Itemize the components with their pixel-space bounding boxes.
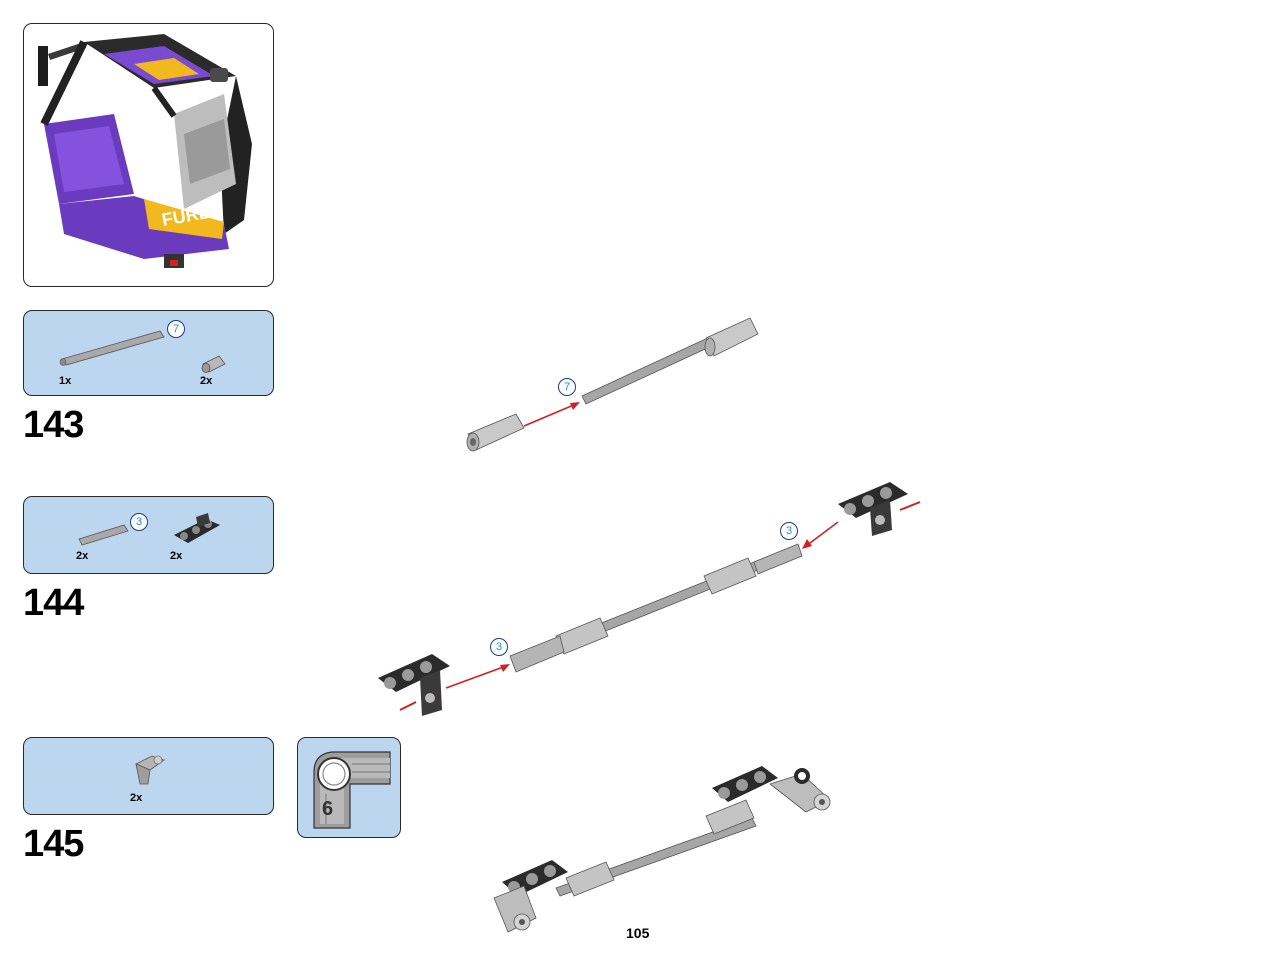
angle-connector-callout: 6 [297, 737, 401, 838]
step-number: 145 [23, 823, 84, 865]
axle-7-icon [59, 330, 165, 366]
parts-list-step-144: 3 2x 2x [23, 496, 274, 574]
length-indicator-ring: 7 [167, 320, 185, 338]
parts-list-step-143: 7 1x 2x [23, 310, 274, 396]
part-quantity: 2x [130, 792, 143, 804]
parts-list-step-145: 2x [23, 737, 274, 815]
step-144-assembly [378, 482, 921, 716]
axle-3-icon [78, 524, 129, 546]
axle-connector-icon [201, 355, 226, 373]
step-number: 143 [23, 404, 84, 446]
part-quantity: 2x [200, 375, 213, 387]
angle-connector-icon [135, 755, 165, 785]
length-indicator-ring: 3 [490, 638, 508, 656]
step-145-assembly [493, 766, 831, 933]
truck-cab-model-image: FURE [38, 34, 252, 268]
part-quantity: 2x [170, 550, 183, 562]
callout-label: 6 [322, 798, 334, 820]
angle-connector-6-icon [313, 751, 391, 829]
model-preview: FURE [23, 23, 274, 287]
step-143-assembly [466, 317, 759, 452]
liftarm-3x3-icon [174, 513, 220, 543]
page-number: 105 [626, 925, 650, 941]
length-indicator-ring: 3 [780, 522, 798, 540]
length-indicator-ring: 7 [558, 378, 576, 396]
step-number: 144 [23, 582, 84, 624]
length-indicator-ring: 3 [130, 513, 148, 531]
part-quantity: 2x [76, 550, 89, 562]
part-quantity: 1x [59, 375, 72, 387]
